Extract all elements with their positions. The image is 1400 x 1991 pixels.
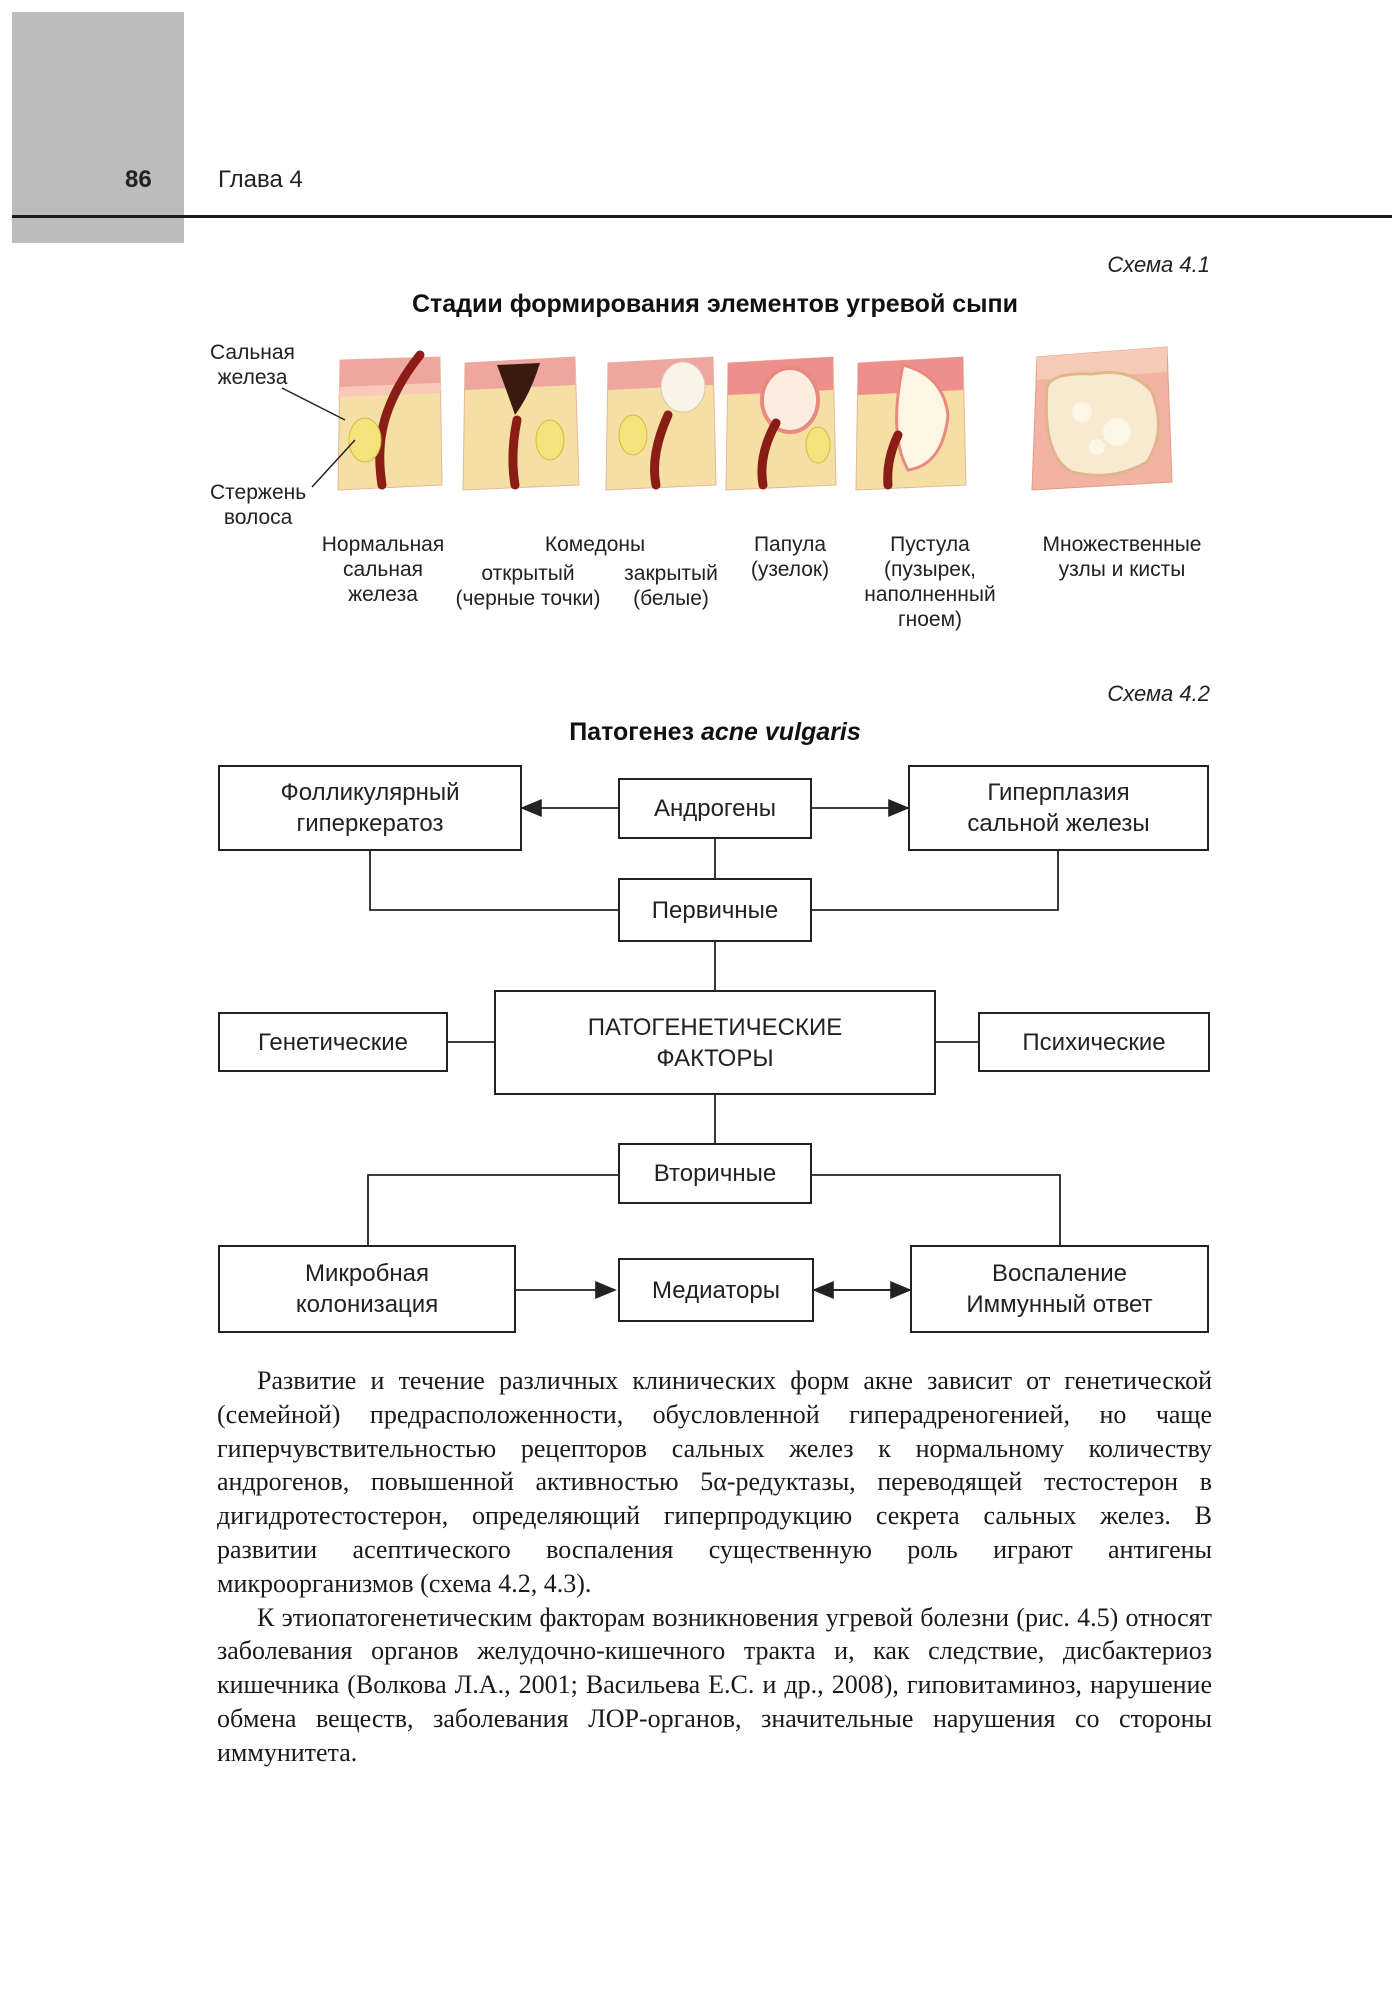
illustration-normal-gland xyxy=(320,345,445,495)
scheme-4-2-label: Схема 4.2 xyxy=(1107,681,1210,706)
scheme-4-2-title-italic: acne vulgaris xyxy=(700,718,861,746)
scheme-4-1-title: Стадии формирования элементов угревой сы… xyxy=(411,290,1018,318)
illustration-pustule xyxy=(848,345,973,495)
box-gland-hyperplasia: Гиперплазия сальной железы xyxy=(908,765,1209,851)
stage-pustule: Пустула (пузырек, наполненный гноем) xyxy=(864,533,996,631)
illustration-nodules xyxy=(1022,332,1182,497)
chapter-title: Глава 4 xyxy=(218,166,303,193)
box-follicular-hyperkeratosis: Фолликулярный гиперкератоз xyxy=(218,765,522,851)
header-rule xyxy=(12,215,1392,218)
illustration-open-comedo xyxy=(455,345,585,495)
illustration-closed-comedo xyxy=(598,345,723,495)
callout-hair: Стержень волоса xyxy=(210,481,307,529)
illustration-papule xyxy=(718,345,843,495)
box-microbial-colonization: Микробная колонизация xyxy=(218,1245,516,1333)
scheme-4-1-label: Схема 4.1 xyxy=(1107,252,1210,277)
stage-comedones: Комедоны xyxy=(544,533,646,556)
stage-nodules: Множественные узлы и кисты xyxy=(1042,533,1202,581)
box-primary: Первичные xyxy=(618,878,812,942)
stage-open-comedo: открытый (черные точки) xyxy=(455,562,601,610)
paragraph-2: К этиопатогенетическим факторам возникно… xyxy=(217,1602,1212,1767)
box-mediators: Медиаторы xyxy=(618,1258,814,1322)
body-text: Развитие и течение различных клинических… xyxy=(217,1364,1212,1770)
box-androgens: Андрогены xyxy=(618,778,812,839)
stage-closed-comedo: закрытый (белые) xyxy=(624,562,718,610)
scheme-4-2-title: Патогенез acne vulgaris xyxy=(569,718,861,746)
paragraph-1: Развитие и течение различных клинических… xyxy=(217,1366,1212,1598)
box-psychic: Психические xyxy=(978,1012,1210,1072)
callout-gland: Сальная железа xyxy=(210,341,295,389)
page-tab xyxy=(12,12,184,243)
box-pathogenetic-factors: ПАТОГЕНЕТИЧЕСКИЕ ФАКТОРЫ xyxy=(494,990,936,1095)
page-number: 86 xyxy=(125,166,152,193)
stage-papule: Папула (узелок) xyxy=(750,533,830,581)
stage-normal: Нормальная сальная железа xyxy=(321,533,445,606)
box-inflammation: Воспаление Иммунный ответ xyxy=(910,1245,1209,1333)
box-secondary: Вторичные xyxy=(618,1143,812,1204)
box-genetic: Генетические xyxy=(218,1012,448,1072)
